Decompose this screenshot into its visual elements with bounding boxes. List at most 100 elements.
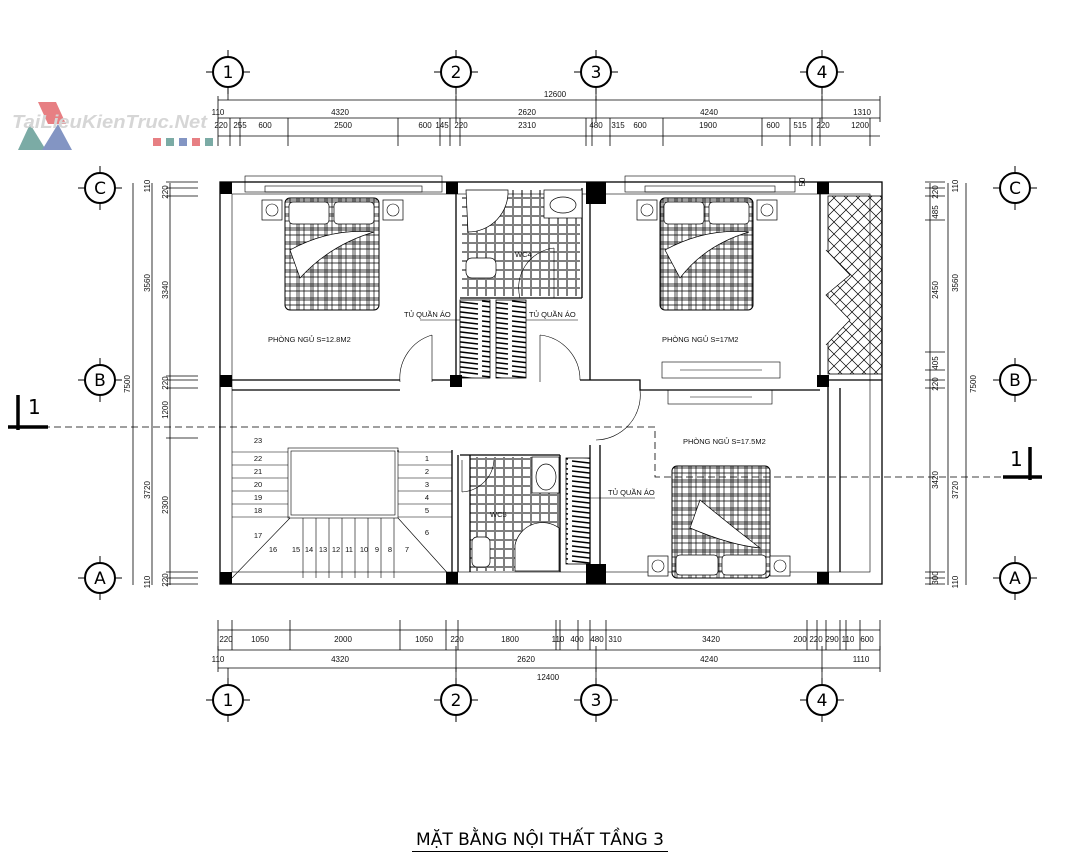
stair-step-number: 20 — [254, 480, 262, 489]
dim-top-detail: 145 — [435, 121, 449, 130]
dim-left-detail: 2300 — [161, 496, 170, 514]
stair-step-number: 4 — [425, 493, 429, 502]
stair-step-number: 10 — [360, 545, 368, 554]
dim-top-detail: 515 — [793, 121, 807, 130]
grid-bubble-bottom-4: 4 — [800, 678, 844, 722]
room-label-bedroom-1: PHÒNG NGỦ S=12.8M2 — [268, 335, 351, 344]
grid-bubble-right-2: A — [993, 556, 1037, 600]
grid-bubble-bottom-2: 2 — [434, 678, 478, 722]
bed-3: PHÒNG NGỦ S=17.5M2 — [647, 437, 791, 579]
dim-left-axis: 110 — [143, 179, 152, 192]
dim-right-detail: 220 — [931, 377, 940, 391]
grid-bubble-bottom-1-label: 1 — [223, 691, 234, 711]
dim-left-detail: 220 — [161, 185, 170, 199]
stair-step-number: 23 — [254, 436, 262, 445]
dim-top-axis: 4320 — [331, 108, 349, 117]
stair-step-number: 16 — [269, 545, 277, 554]
stair-step-number: 13 — [319, 545, 327, 554]
room-label-bedroom-2: PHÒNG NGỦ S=17M2 — [662, 335, 738, 344]
grid-bubble-left-0: C — [78, 166, 122, 210]
dim-top-detail: 2500 — [334, 121, 352, 130]
grid-bubble-left-2-label: A — [94, 569, 106, 589]
grid-bubble-right-0: C — [993, 166, 1037, 210]
dim-left-axis: 3560 — [143, 274, 152, 292]
grid-bubble-bottom-4-label: 4 — [817, 691, 828, 711]
grid-bubble-bottom-3: 3 — [574, 678, 618, 722]
dim-bottom-detail: 1800 — [501, 635, 519, 644]
dim-top-detail: 600 — [418, 121, 432, 130]
dim-top-axis: 2620 — [518, 108, 536, 117]
dim-left-detail: 220 — [161, 376, 170, 390]
dim-left-detail: 3340 — [161, 281, 170, 299]
bathroom-wc5: WC5 — [470, 456, 560, 572]
dim-bottom-axis: 4320 — [331, 655, 349, 664]
dim-bottom-axis: 110 — [212, 655, 225, 664]
dim-bottom-detail: 1050 — [251, 635, 269, 644]
stair-step-number: 6 — [425, 528, 429, 537]
stair-step-number: 19 — [254, 493, 262, 502]
grid-bubble-top-4-label: 4 — [817, 63, 828, 83]
logo-text: TaiLieuKienTruc.Net — [12, 112, 208, 132]
dim-bottom-detail: 600 — [860, 635, 874, 644]
dim-bottom-total: 12400 — [537, 673, 560, 682]
stair-step-number: 17 — [254, 531, 262, 540]
grid-bubble-top-4: 4 — [800, 50, 844, 94]
dim-right-axis: 3720 — [951, 481, 960, 499]
stair-step-number: 11 — [345, 545, 353, 554]
dim-bottom-detail: 310 — [608, 635, 622, 644]
dim-bottom-detail: 480 — [590, 635, 604, 644]
watermark-logo: TaiLieuKienTruc.Net — [12, 102, 213, 150]
stair-step-number: 12 — [332, 545, 340, 554]
stair-step-number: 14 — [305, 545, 313, 554]
dim-top-detail: 480 — [589, 121, 603, 130]
dim-top-detail: 600 — [258, 121, 272, 130]
grid-bubble-left-2: A — [78, 556, 122, 600]
stair-step-number: 21 — [254, 467, 262, 476]
dim-top-detail: 600 — [766, 121, 780, 130]
dim-top-detail: 255 — [233, 121, 247, 130]
dim-right-axis: 3560 — [951, 274, 960, 292]
dim-bottom-detail: 110 — [842, 635, 855, 644]
wardrobe-label-1: TỦ QUẦN ÁO — [404, 309, 451, 319]
dim-right-detail: 3420 — [931, 471, 940, 489]
grid-bubble-top-3-label: 3 — [591, 63, 602, 83]
stair-step-number: 3 — [425, 480, 429, 489]
grid-bubble-right-2-label: A — [1009, 569, 1021, 589]
dim-bottom-detail: 220 — [809, 635, 823, 644]
dim-top-detail: 600 — [633, 121, 647, 130]
columns — [220, 182, 829, 584]
dim-left-axis: 110 — [143, 575, 152, 588]
dim-right-axis: 110 — [951, 575, 960, 588]
section-mark-right: 1 — [1010, 447, 1023, 471]
dim-top-detail: 2310 — [518, 121, 536, 130]
dim-top-detail: 220 — [454, 121, 468, 130]
dim-right-axis: 110 — [951, 179, 960, 192]
grid-bubble-top-2: 2 — [434, 50, 478, 94]
dim-left-total: 7500 — [123, 375, 132, 393]
dim-bottom-detail: 290 — [825, 635, 839, 644]
dimension-lines — [132, 99, 967, 669]
dim-bottom-detail: 400 — [570, 635, 584, 644]
section-line: 1 1 — [8, 395, 1042, 480]
grid-bubble-right-1-label: B — [1009, 371, 1021, 391]
dim-bottom-axis: 2620 — [517, 655, 535, 664]
dim-bottom-axis: 1110 — [853, 655, 870, 664]
stair-step-number: 15 — [292, 545, 300, 554]
grid-bubble-left-1: B — [78, 358, 122, 402]
room-label-wc5: WC5 — [490, 510, 507, 519]
grid-bubble-top-1: 1 — [206, 50, 250, 94]
dim-top-total: 12600 — [544, 90, 567, 99]
wardrobe-label-2: TỦ QUẦN ÁO — [529, 309, 576, 319]
bed-2: PHÒNG NGỦ S=17M2 — [636, 197, 778, 344]
wardrobes: TỦ QUẦN ÁO TỦ QUẦN ÁO TỦ QUẦN ÁO — [404, 195, 883, 565]
stair-step-number: 7 — [405, 545, 409, 554]
dim-right-detail: 220 — [931, 185, 940, 199]
stair-step-number: 5 — [425, 506, 429, 515]
wardrobe-label-3: TỦ QUẦN ÁO — [608, 487, 655, 497]
grid-bubble-right-1: B — [993, 358, 1037, 402]
grid-bubble-left-1-label: B — [94, 371, 106, 391]
